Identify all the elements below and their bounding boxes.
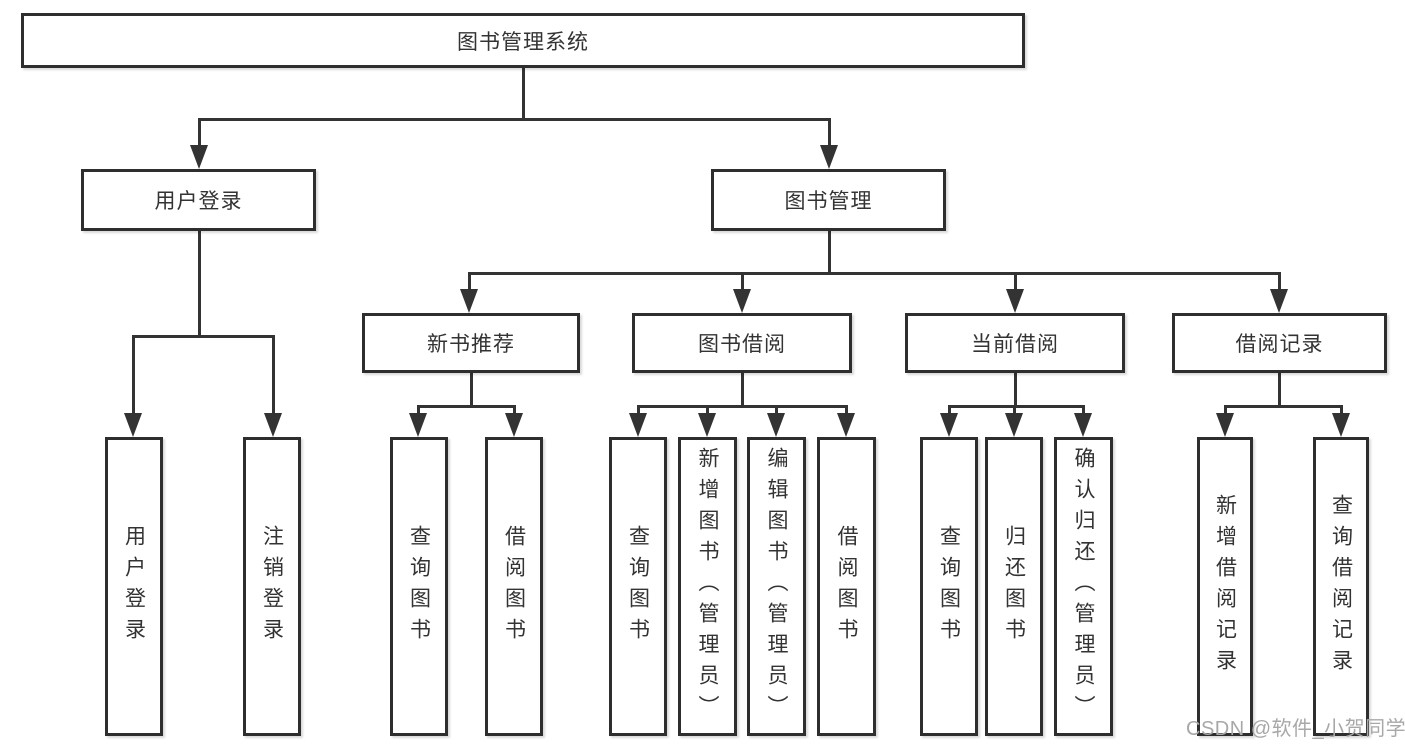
connector-line: [947, 405, 1085, 408]
arrow-down-icon: [409, 413, 427, 437]
node-book-borrow: 图书借阅: [632, 313, 852, 373]
connector-line: [947, 405, 951, 419]
leaf-newbook-query: 查询图书: [390, 437, 448, 736]
arrow-down-icon: [264, 413, 282, 437]
arrow-down-icon: [1270, 289, 1288, 313]
arrow-down-icon: [837, 413, 855, 437]
connector-line: [636, 405, 640, 419]
leaf-newbook-borrow: 借阅图书: [485, 437, 543, 736]
arrow-down-icon: [820, 145, 838, 169]
leaf-logout: 注销登录: [243, 437, 301, 736]
connector-line: [271, 335, 275, 417]
leaf-current-query: 查询图书: [920, 437, 978, 736]
node-current-borrow: 当前借阅: [905, 313, 1125, 373]
connector-line: [1339, 405, 1343, 419]
connector-line: [467, 272, 471, 294]
connector-line: [740, 272, 744, 294]
leaf-current-return: 归还图书: [985, 437, 1043, 736]
connector-line: [705, 405, 709, 419]
arrow-down-icon: [1006, 289, 1024, 313]
csdn-watermark: CSDN @软件_小贺同学: [1186, 718, 1405, 740]
node-user-login: 用户登录: [81, 169, 316, 231]
arrow-down-icon: [505, 413, 523, 437]
leaf-records-add: 新增借阅记录: [1197, 437, 1253, 736]
node-borrow-records: 借阅记录: [1172, 313, 1387, 373]
connector-line: [512, 405, 516, 419]
connector-line: [636, 405, 848, 408]
connector-line: [740, 373, 744, 408]
connector-line: [1277, 272, 1281, 294]
connector-line: [131, 335, 275, 338]
connector-line: [1012, 405, 1016, 419]
connector-line: [197, 118, 831, 121]
arrow-down-icon: [698, 413, 716, 437]
connector-line: [467, 272, 1281, 275]
connector-line: [1013, 373, 1017, 408]
connector-line: [844, 405, 848, 419]
connector-line: [1223, 405, 1343, 408]
leaf-records-query: 查询借阅记录: [1313, 437, 1369, 736]
node-root: 图书管理系统: [21, 13, 1025, 68]
connector-line: [416, 405, 420, 419]
arrow-down-icon: [629, 413, 647, 437]
connector-line: [827, 231, 831, 275]
connector-line: [1277, 373, 1281, 408]
connector-line: [131, 335, 135, 417]
arrow-down-icon: [1332, 413, 1350, 437]
connector-line: [1081, 405, 1085, 419]
arrow-down-icon: [190, 145, 208, 169]
node-book-management: 图书管理: [711, 169, 946, 231]
leaf-current-confirm-admin: 确认归还（管理员）: [1054, 437, 1113, 736]
arrow-down-icon: [460, 289, 478, 313]
leaf-user-login: 用户登录: [105, 437, 163, 736]
arrow-down-icon: [1074, 413, 1092, 437]
node-new-book-recommend: 新书推荐: [362, 313, 580, 373]
arrow-down-icon: [940, 413, 958, 437]
arrow-down-icon: [767, 413, 785, 437]
arrow-down-icon: [1005, 413, 1023, 437]
connector-line: [416, 405, 516, 408]
leaf-borrow-query: 查询图书: [609, 437, 667, 736]
connector-line: [1013, 272, 1017, 294]
leaf-borrow-edit-admin: 编辑图书（管理员）: [747, 437, 806, 736]
connector-line: [469, 373, 473, 408]
leaf-borrow-borrow: 借阅图书: [817, 437, 876, 736]
connector-line: [827, 118, 831, 148]
connector-line: [197, 231, 201, 337]
connector-line: [197, 118, 201, 148]
connector-line: [774, 405, 778, 419]
arrow-down-icon: [124, 413, 142, 437]
leaf-borrow-add-admin: 新增图书（管理员）: [678, 437, 737, 736]
connector-line: [1223, 405, 1227, 419]
arrow-down-icon: [733, 289, 751, 313]
connector-line: [521, 68, 525, 120]
arrow-down-icon: [1216, 413, 1234, 437]
